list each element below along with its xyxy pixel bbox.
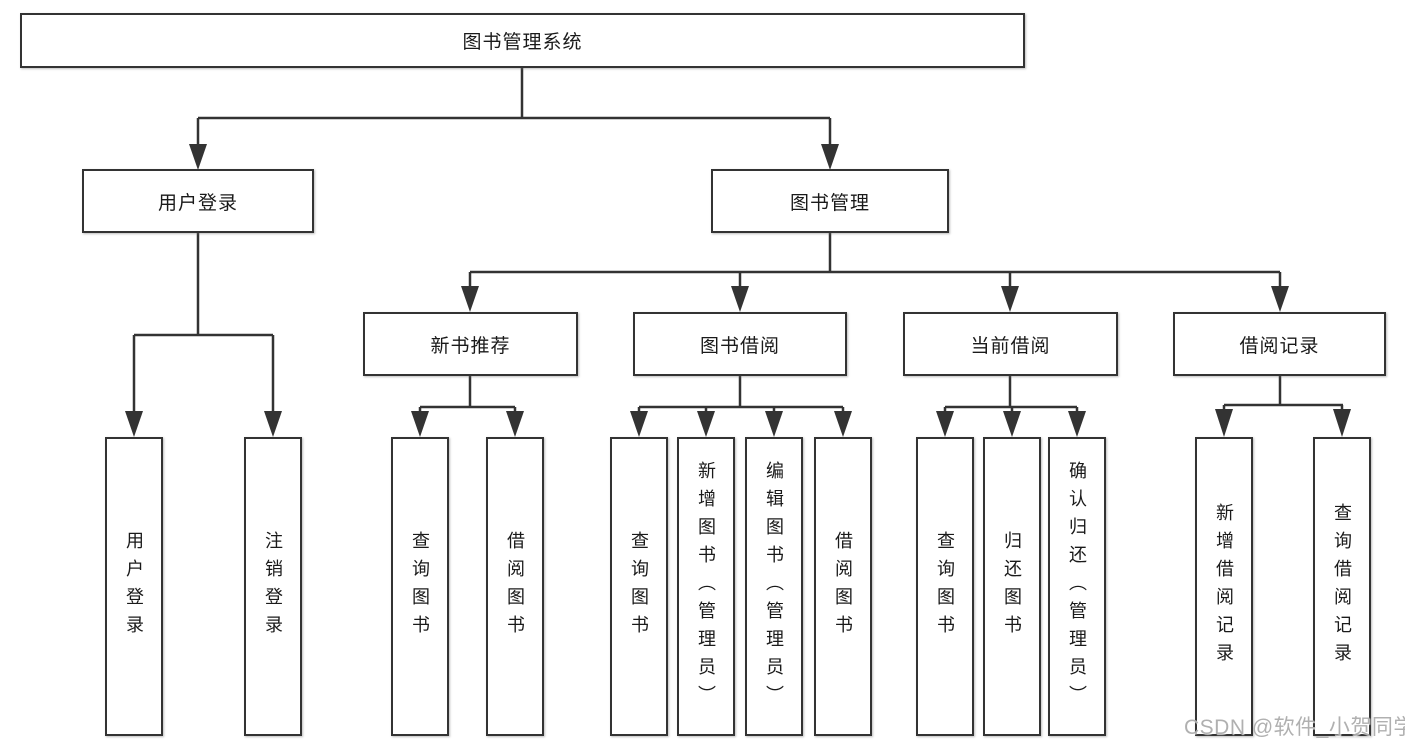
leaf-label: 查询图书: [410, 530, 430, 643]
leaf-edit-book-admin: 编辑图书（管理员）: [745, 437, 803, 736]
csdn-watermark: CSDN @软件_小贺同学: [1184, 716, 1405, 739]
node-library-management-system: 图书管理系统: [20, 13, 1025, 68]
leaf-user-login: 用户登录: [105, 437, 163, 736]
leaf-label: 归还图书: [1002, 530, 1022, 643]
leaf-label: 查询借阅记录: [1332, 502, 1352, 671]
leaf-label: 编辑图书（管理员）: [764, 460, 784, 713]
leaf-query-books-borrow: 查询图书: [610, 437, 668, 736]
node-book-management: 图书管理: [711, 169, 949, 233]
leaf-add-book-admin: 新增图书（管理员）: [677, 437, 735, 736]
node-new-book-recommend: 新书推荐: [363, 312, 578, 376]
node-label: 借阅记录: [1239, 335, 1320, 357]
leaf-label: 查询图书: [935, 530, 955, 643]
node-label: 图书借阅: [699, 335, 780, 357]
leaf-query-borrow-record: 查询借阅记录: [1313, 437, 1371, 736]
node-label: 图书管理系统: [462, 32, 583, 53]
leaf-logout: 注销登录: [244, 437, 302, 736]
leaf-add-borrow-record: 新增借阅记录: [1195, 437, 1253, 736]
leaf-label: 新增借阅记录: [1214, 502, 1234, 671]
leaf-label: 借阅图书: [505, 530, 525, 643]
leaf-confirm-return-admin: 确认归还（管理员）: [1048, 437, 1106, 736]
node-label: 图书管理: [789, 192, 870, 214]
node-current-borrow: 当前借阅: [903, 312, 1118, 376]
node-user-login: 用户登录: [82, 169, 314, 233]
leaf-query-books-recommend: 查询图书: [391, 437, 449, 736]
leaf-label: 借阅图书: [833, 530, 853, 643]
leaf-query-books-current: 查询图书: [916, 437, 974, 736]
leaf-label: 新增图书（管理员）: [696, 460, 716, 713]
leaf-return-book: 归还图书: [983, 437, 1041, 736]
leaf-label: 注销登录: [263, 530, 283, 643]
leaf-borrow-books-recommend: 借阅图书: [486, 437, 544, 736]
leaf-label: 用户登录: [124, 530, 144, 643]
leaf-label: 确认归还（管理员）: [1067, 460, 1087, 713]
node-borrow-records: 借阅记录: [1173, 312, 1386, 376]
node-label: 当前借阅: [970, 335, 1051, 357]
leaf-borrow-books: 借阅图书: [814, 437, 872, 736]
leaf-label: 查询图书: [629, 530, 649, 643]
node-label: 新书推荐: [430, 335, 511, 357]
node-book-borrow: 图书借阅: [633, 312, 847, 376]
node-label: 用户登录: [157, 192, 238, 214]
